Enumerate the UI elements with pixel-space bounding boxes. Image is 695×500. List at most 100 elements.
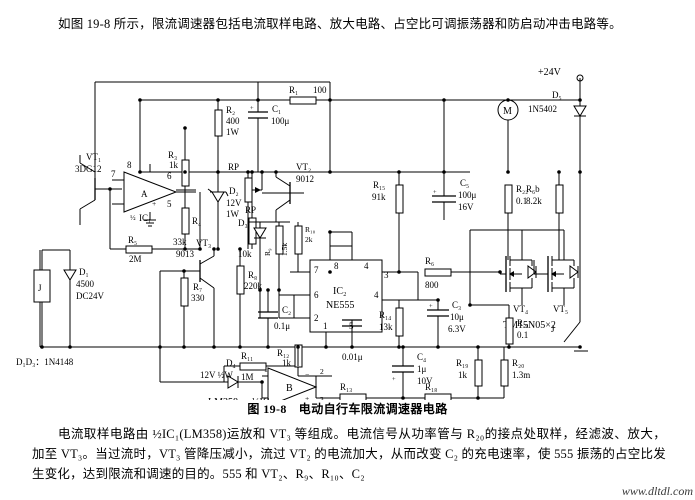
- d4-value: 12V ½W: [200, 370, 233, 380]
- d2-ref: D₂: [229, 186, 239, 196]
- vt5-ref: VT₅: [553, 304, 568, 314]
- capacitor-c3: +: [427, 298, 449, 347]
- c5-value: 100μ: [458, 190, 477, 200]
- opamp-a-ic1: IC₁: [139, 213, 151, 223]
- resistor-r15: [395, 170, 404, 274]
- vt3-ref: VT₃: [196, 238, 211, 248]
- r6-value: 800: [425, 280, 439, 290]
- opamp-a-pin8: 8: [127, 160, 132, 170]
- r11-value: 1M: [241, 372, 254, 382]
- resistor-r14: [395, 300, 404, 347]
- resistor-r17: [403, 393, 478, 400]
- motor-symbol: M: [503, 106, 512, 117]
- diode-d5: [573, 105, 587, 117]
- r21-value: 0.1: [516, 196, 527, 206]
- transistor-vt1: [79, 155, 122, 225]
- figure-number: 图 19-8: [247, 402, 287, 416]
- relay-rating: DC24V: [76, 291, 105, 301]
- opamp-a: [112, 164, 196, 227]
- resistor-r6: [424, 268, 500, 277]
- mosfet-note: TM15N05×2: [503, 320, 556, 331]
- d2-value2: 1W: [226, 209, 240, 219]
- resistor-r19: [478, 347, 509, 399]
- ic2-pin3: 3: [384, 270, 389, 280]
- r8-value: 220k: [244, 281, 263, 291]
- transistor-vt2: [262, 170, 304, 222]
- c5-ref: C₅: [460, 178, 469, 188]
- r6-ref: R₆: [425, 256, 434, 266]
- resistor-r20: [470, 304, 514, 349]
- r2-value: 400: [226, 116, 240, 126]
- r17-ref: R₁₈: [425, 382, 437, 392]
- resistor-r3: [176, 126, 196, 191]
- r1-value: 100: [313, 85, 327, 95]
- r14-value: 13k: [379, 322, 393, 332]
- c3-rating: 6.3V: [448, 324, 466, 334]
- r12-value: 1k: [282, 358, 292, 368]
- resistor-r8: [236, 247, 245, 347]
- relay-label: J: [38, 283, 42, 293]
- r20-value: 0.1: [517, 330, 528, 340]
- svg-text:+: +: [250, 105, 254, 112]
- r9-ref: R₉: [263, 248, 272, 256]
- svg-text:+: +: [433, 189, 437, 196]
- resistor-r1: [258, 81, 331, 105]
- potentiometer-rp[interactable]: [244, 172, 263, 249]
- resistor-r21: [504, 184, 513, 260]
- opamp-b-pin2: 2: [320, 367, 324, 376]
- r15-value: 91k: [372, 192, 386, 202]
- r20-ref: R₂₁: [517, 318, 529, 328]
- d1-ref: D₁: [79, 267, 89, 277]
- d2-value1: 12V: [226, 198, 242, 208]
- c4-ref: C₄: [417, 352, 426, 362]
- r22-ref: R₆b: [526, 184, 540, 194]
- c3-ref: C₃: [452, 300, 461, 310]
- r13-ref: R₁₃: [340, 382, 352, 392]
- r22-value: 8.2k: [526, 196, 542, 206]
- r6b-value: 10k: [238, 249, 252, 259]
- capacitor-c1: +: [248, 98, 268, 172]
- opamp-b-pin3: 3: [320, 395, 324, 400]
- r12-ref: R₁₂: [277, 348, 289, 358]
- d4-ref: D₄: [226, 358, 236, 368]
- c6-value: 0.01μ: [342, 352, 363, 362]
- diode-d4: [159, 347, 262, 389]
- capacitor-c6: [342, 319, 362, 347]
- resistor-r2: [214, 98, 223, 174]
- top-paragraph: 如图 19-8 所示，限流调速器包括电流取样电路、放大电路、占空比可调振荡器和防…: [58, 17, 622, 31]
- r2-rating: 1W: [226, 127, 240, 137]
- diode-note: D₁D₃：1N4148: [16, 357, 74, 367]
- capacitor-c4: +: [392, 345, 414, 400]
- transistor-vt3: [159, 247, 216, 347]
- r19-value: 1.3m: [512, 370, 530, 380]
- r18-ref: R₁₉: [456, 358, 468, 368]
- opamp-note: LM358: [208, 397, 238, 400]
- resistor-r7: [180, 269, 189, 347]
- c1-ref: C₁: [272, 104, 281, 114]
- r8-ref: R₈: [248, 270, 257, 280]
- resistor-r22: [555, 170, 564, 260]
- figure-title: 电动自行车限流调速器电路: [298, 402, 448, 416]
- bottom-paragraph: 电流取样电路由 ½IC₁(LM358)运放和 VT₃ 等组成。电流信号从功率管与…: [32, 427, 666, 481]
- r19-ref: R₂₀: [512, 358, 524, 368]
- capacitor-c2: [258, 288, 278, 347]
- relay-coil-j: J: [33, 249, 71, 347]
- ic2-pin4top: 4: [364, 261, 369, 271]
- c4-value: 1μ: [417, 364, 427, 374]
- circuit-schematic: +24V VT₁ 3DG12: [0, 60, 695, 400]
- diode-d2: [207, 172, 229, 251]
- ic2-type: NE555: [326, 300, 354, 311]
- motor-m: M: [497, 98, 519, 174]
- relay-contact-label: J: [551, 324, 555, 334]
- r5-ref: R₅: [128, 235, 137, 245]
- r2-ref: R₂: [226, 105, 235, 115]
- d5-value: 1N5402: [528, 104, 557, 114]
- ic2-pin6: 6: [314, 290, 319, 300]
- c2-value: 0.1μ: [274, 321, 290, 331]
- opamp-a-pin6: 6: [167, 171, 172, 181]
- watermark: www.dltdl.com: [621, 484, 693, 498]
- vt1-value: 3DG12: [75, 164, 102, 174]
- d3-ref: D₃: [238, 218, 248, 228]
- opamp-a-half: ½: [130, 213, 136, 222]
